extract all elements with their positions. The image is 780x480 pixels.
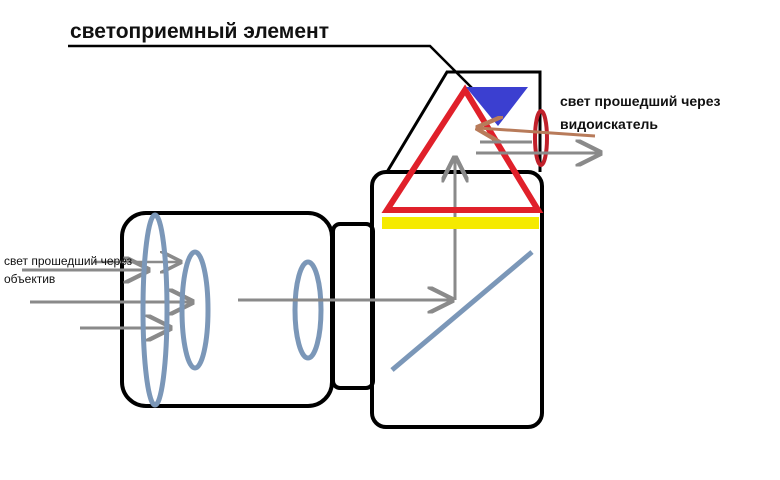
sensor-ray [478, 128, 596, 136]
sensor-leader-line [68, 44, 493, 109]
sensor-label: светоприемный элемент [70, 20, 329, 43]
lens-element-second [179, 249, 211, 371]
eyepiece-lens [533, 109, 549, 167]
viewfinder-label-line2: видоискатель [560, 116, 658, 132]
lens-mount [331, 222, 375, 390]
pentaprism [381, 84, 544, 213]
sensor-element [466, 87, 528, 126]
lens-barrel [120, 211, 334, 408]
focusing-screen [382, 217, 539, 229]
lens-label-line2: объектив [4, 272, 55, 286]
lens-label-line1: свет прошедший через [4, 254, 133, 268]
reflex-mirror [390, 250, 534, 372]
viewfinder-label-line1: свет прошедший через [560, 93, 720, 109]
lens-element-rear [292, 259, 324, 361]
lens-element-front [140, 212, 170, 408]
prism-housing [385, 70, 542, 173]
